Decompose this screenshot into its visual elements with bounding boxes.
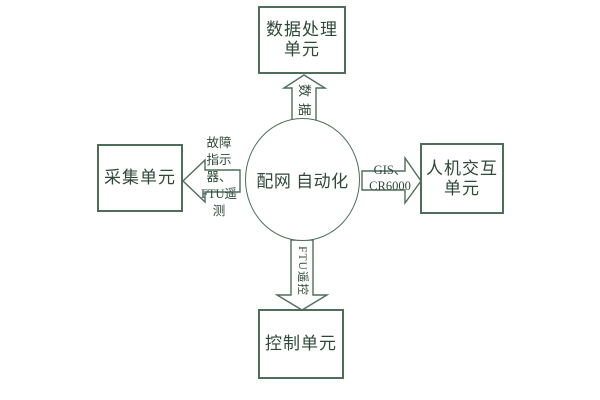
- right-arrow-label-line: CR6000: [369, 179, 411, 193]
- right-block-arrow: [361, 155, 422, 206]
- down-block-arrow: [274, 239, 330, 311]
- node-label-line: 人机交互: [426, 158, 498, 178]
- left-block-arrow: [181, 158, 241, 204]
- right-arrow-label-line: GIS、: [373, 163, 407, 177]
- node-center-circle: 配网 自动化: [245, 118, 360, 241]
- node-control-unit: 控制单元: [258, 309, 344, 379]
- node-data-processing-unit: 数据处理 单元: [258, 6, 346, 74]
- node-label-line: 采集单元: [104, 168, 176, 187]
- node-label-line: 单元: [284, 40, 320, 59]
- left-arrow-label-line: 测: [212, 204, 226, 218]
- left-arrow-label-line: 故障: [206, 136, 232, 150]
- left-arrow-label-line: FTU遥: [200, 187, 238, 201]
- node-label-line: 单元: [444, 178, 480, 198]
- left-arrow-label-line: 指示: [206, 153, 232, 167]
- up-block-arrow: [281, 74, 328, 122]
- top-arrow-label: 数据: [297, 83, 312, 122]
- left-arrow-label: 故障 指示 器、 FTU遥 测: [195, 135, 243, 220]
- node-hmi-unit: 人机交互 单元: [420, 143, 504, 214]
- bottom-arrow-label: FTU遥控: [296, 246, 309, 296]
- left-arrow-label-line: 器、: [206, 170, 232, 184]
- node-label-line: 数据处理: [266, 20, 338, 39]
- node-label-line: 控制单元: [265, 334, 337, 353]
- right-arrow-label: GIS、 CR6000: [363, 162, 417, 194]
- node-acquisition-unit: 采集单元: [97, 144, 183, 212]
